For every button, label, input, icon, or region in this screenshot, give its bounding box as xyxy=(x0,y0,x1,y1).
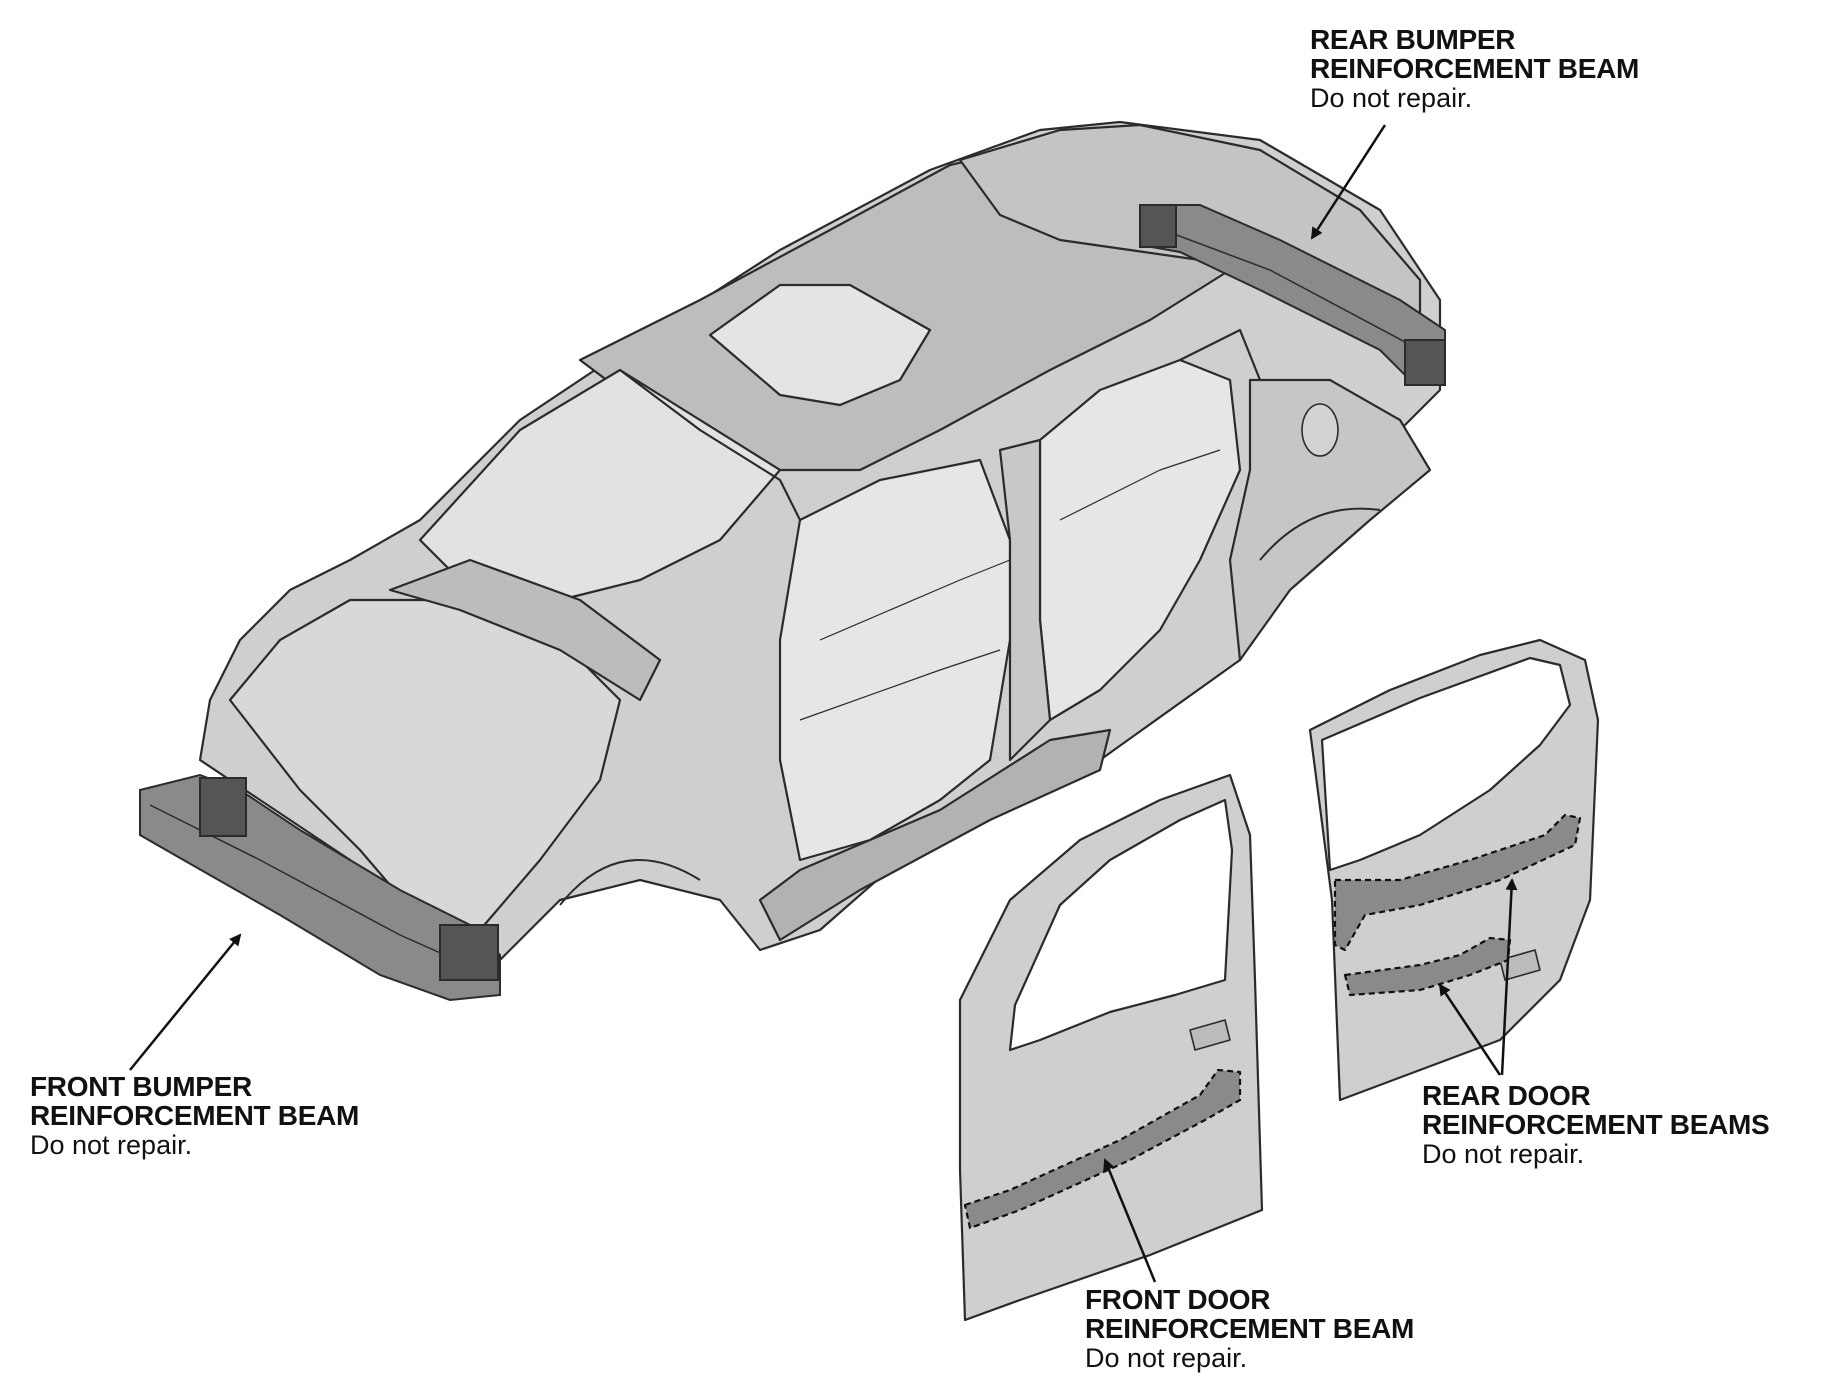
c-pillar xyxy=(1179,328,1262,381)
rear-door-lower-arrow xyxy=(1438,983,1502,1076)
rear-bumper-title-line2: REINFORCEMENT BEAM xyxy=(1310,52,1640,84)
rear-door-handle xyxy=(1499,949,1541,981)
front-bumper-right-bracket xyxy=(439,924,499,981)
front-door-opening xyxy=(778,458,1012,862)
front-bumper-left-bracket xyxy=(199,777,247,837)
cowl xyxy=(388,558,662,702)
front-door-arrow xyxy=(1103,1158,1157,1283)
front-door-beam xyxy=(963,1068,1242,1230)
front-bumper-callout: FRONT BUMPER REINFORCEMENT BEAM Do not r… xyxy=(30,1071,360,1161)
rear-door-title-line2: REINFORCEMENT BEAMS xyxy=(1422,1108,1770,1140)
rear-bumper-right-bracket xyxy=(1404,339,1446,386)
front-bumper-title-line2: REINFORCEMENT BEAM xyxy=(30,1099,360,1131)
rear-door-callout: REAR DOOR REINFORCEMENT BEAMS Do not rep… xyxy=(1422,1080,1770,1170)
rear-door-title-line1: REAR DOOR xyxy=(1422,1080,1591,1111)
rear-door-note: Do not repair. xyxy=(1422,1139,1585,1170)
side-sill xyxy=(758,728,1112,942)
rear-bumper-callout: REAR BUMPER REINFORCEMENT BEAM Do not re… xyxy=(1310,24,1640,114)
front-door-handle xyxy=(1189,1019,1231,1051)
floor-line-3 xyxy=(1059,449,1221,521)
b-pillar xyxy=(998,438,1052,762)
floor-line-2 xyxy=(799,649,1001,721)
engine-bay xyxy=(228,598,622,932)
a-pillar xyxy=(619,369,801,521)
sunroof-opening xyxy=(708,283,932,407)
rear-quarter-panel xyxy=(1228,378,1432,662)
front-door-note: Do not repair. xyxy=(1085,1343,1248,1374)
rear-bumper-beam-groove xyxy=(1149,224,1421,351)
rear-door-upper-beam xyxy=(1333,813,1582,952)
rear-door-window-frame xyxy=(1320,656,1572,872)
rear-bumper-arrow xyxy=(1310,124,1387,240)
rear-bumper-note: Do not repair. xyxy=(1310,83,1473,114)
front-door-callout: FRONT DOOR REINFORCEMENT BEAM Do not rep… xyxy=(1085,1284,1415,1374)
front-door-title-line1: FRONT DOOR xyxy=(1085,1284,1271,1315)
front-wheel-arch xyxy=(559,859,701,906)
floor-line-1 xyxy=(819,559,1011,641)
front-bumper-arrow xyxy=(129,933,242,1071)
rear-wheel-arch xyxy=(1259,507,1381,561)
front-bumper-note: Do not repair. xyxy=(30,1130,193,1161)
fuel-door xyxy=(1301,403,1339,457)
rear-bumper-title-line1: REAR BUMPER xyxy=(1310,24,1516,55)
rear-door-upper-arrow xyxy=(1500,878,1518,1076)
front-door-window-frame xyxy=(1008,798,1234,1052)
leader-arrows xyxy=(129,124,1518,1283)
rear-bumper-left-bracket xyxy=(1139,204,1177,248)
front-door-title-line2: REINFORCEMENT BEAM xyxy=(1085,1312,1415,1344)
front-door xyxy=(958,773,1264,1322)
rear-bumper-reinforcement-beam xyxy=(1139,204,1446,386)
front-bumper-title-line1: FRONT BUMPER xyxy=(30,1071,252,1102)
front-bumper-reinforcement-beam xyxy=(139,773,501,1002)
rear-door xyxy=(1308,638,1600,1102)
